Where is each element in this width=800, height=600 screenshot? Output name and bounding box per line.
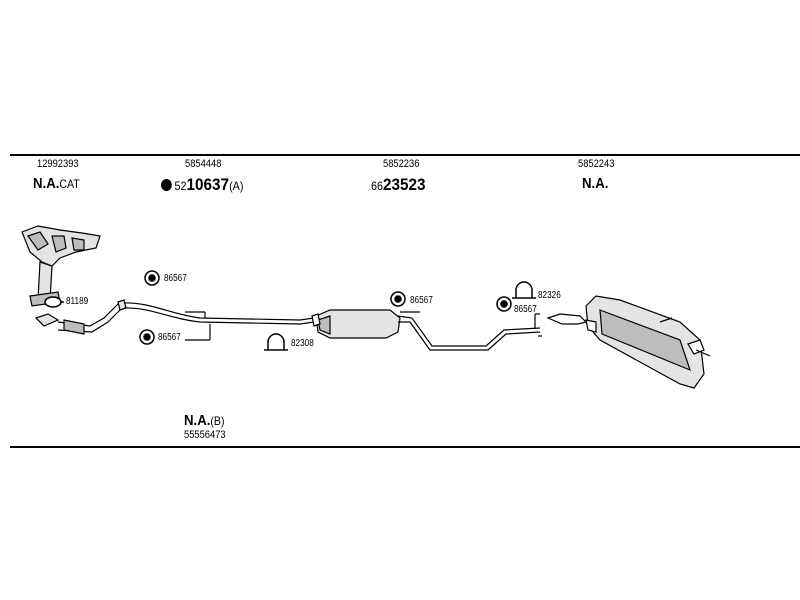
part-number-55556473: 55556473 xyxy=(184,429,226,441)
clamp-82308 xyxy=(264,333,288,351)
code-main: 10637 xyxy=(186,175,230,194)
code-main: 23523 xyxy=(383,175,426,194)
hanger-86567-a xyxy=(144,270,160,286)
intermediate-pipe xyxy=(123,302,315,341)
catalyst-status: N.A.CAT xyxy=(33,176,80,191)
reference-code-2: 6623523 xyxy=(371,176,426,193)
part-number-5852236: 5852236 xyxy=(383,158,420,170)
code-suffix: (A) xyxy=(229,179,244,193)
filled-circle-icon xyxy=(161,179,172,191)
callout-hanger-2: 86567 xyxy=(158,332,181,343)
callout-hanger-4: 86567 xyxy=(514,304,537,315)
callout-clamp-1: 82308 xyxy=(291,338,314,349)
hanger-86567-b xyxy=(139,329,155,345)
rear-pipe xyxy=(397,311,542,351)
callout-clamp-2: 82326 xyxy=(538,290,561,301)
status-suffix: CAT xyxy=(59,177,80,191)
hanger-86567-d xyxy=(496,296,512,312)
status-suffix: (B) xyxy=(210,414,225,428)
part-number-12992393: 12992393 xyxy=(37,158,79,170)
status-text: N.A. xyxy=(184,412,211,429)
gasket-ring xyxy=(44,296,64,308)
code-prefix: 66 xyxy=(371,179,384,193)
exhaust-manifold xyxy=(21,225,101,307)
bottom-status: N.A.(B) xyxy=(184,413,224,428)
callout-hanger-3: 86567 xyxy=(410,295,433,306)
hanger-86567-c xyxy=(390,291,406,307)
rear-silencer-status: N.A. xyxy=(582,175,609,192)
part-number-5854448: 5854448 xyxy=(185,158,222,170)
reference-code-1: 5210637(A) xyxy=(161,176,243,193)
code-prefix: 52 xyxy=(174,179,187,193)
callout-gasket: 81189 xyxy=(66,296,89,307)
status-text: N.A. xyxy=(33,175,60,192)
rear-silencer xyxy=(546,295,711,389)
part-number-5852243: 5852243 xyxy=(578,158,615,170)
callout-hanger-1: 86567 xyxy=(164,273,187,284)
middle-silencer xyxy=(311,309,401,339)
clamp-82326 xyxy=(512,281,536,299)
